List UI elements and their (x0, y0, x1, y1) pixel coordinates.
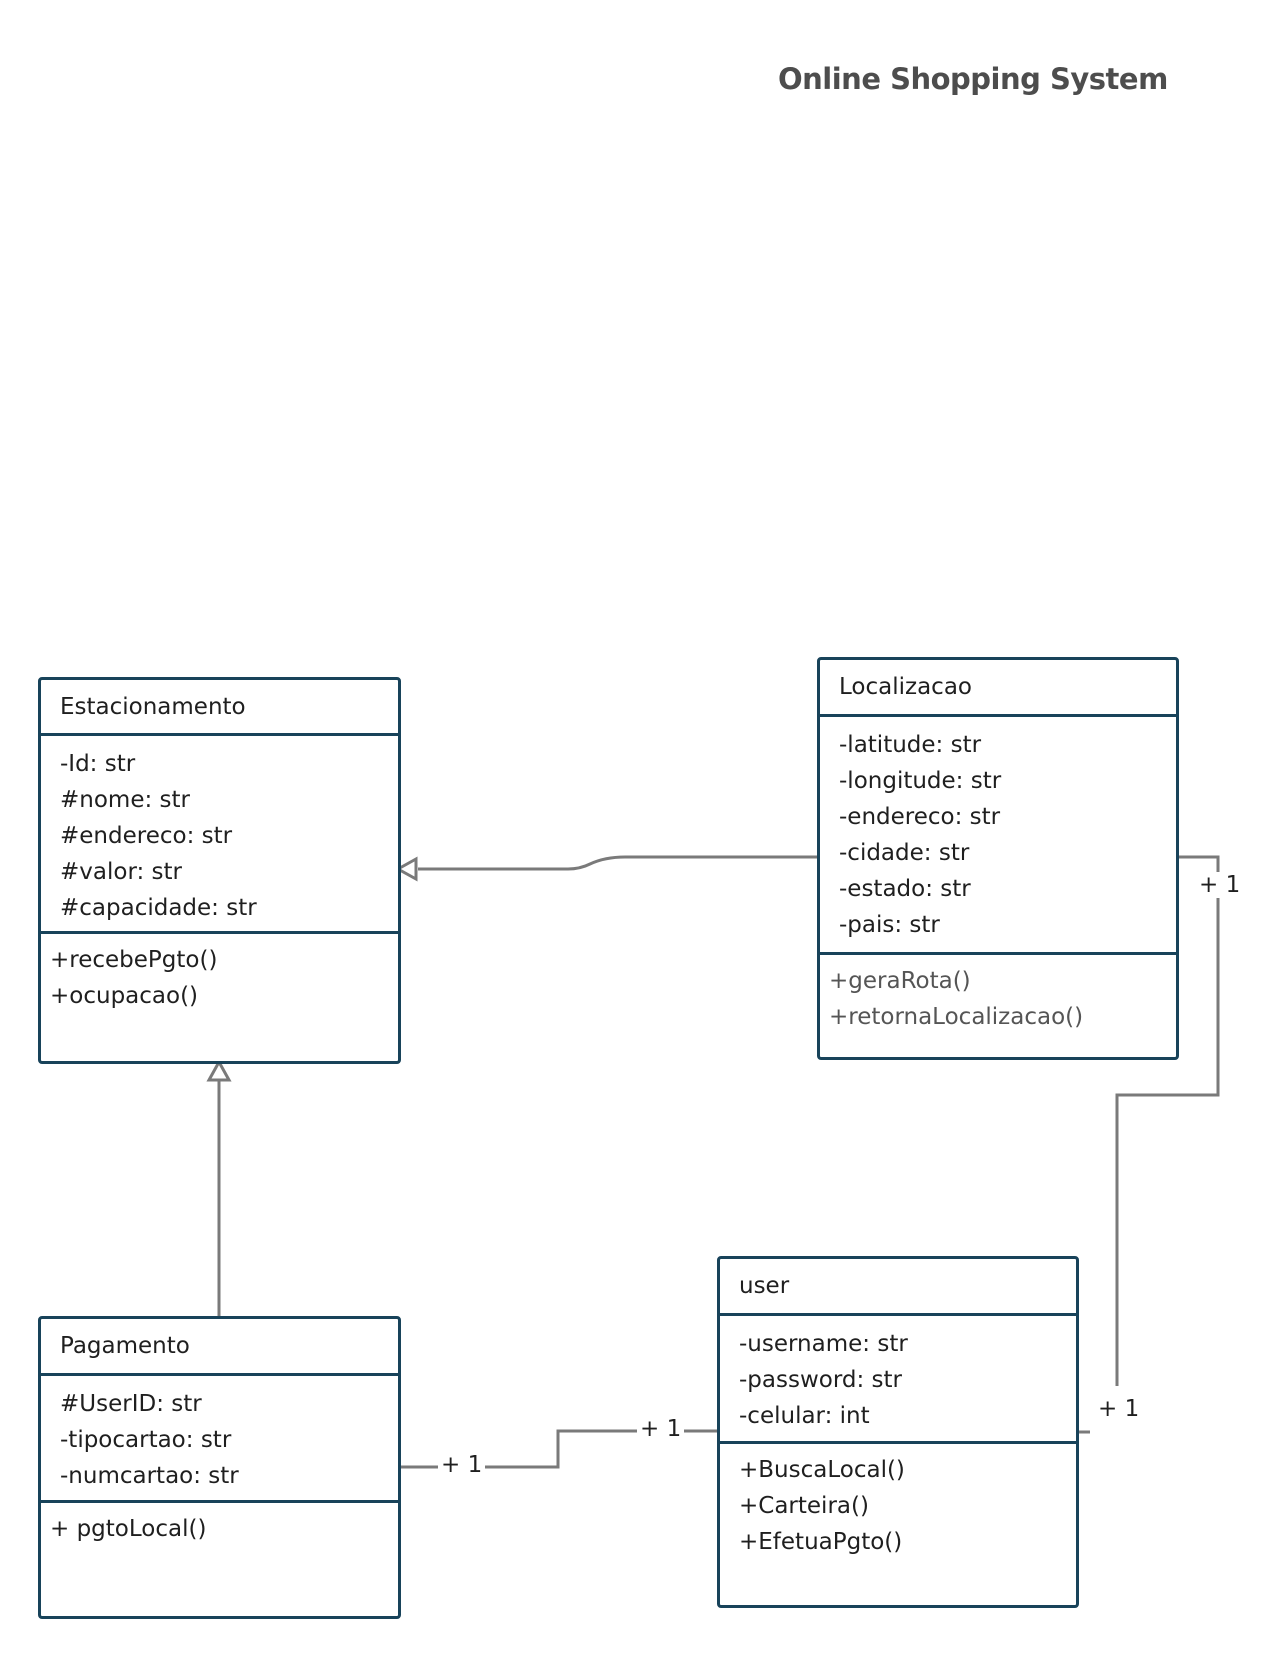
association-localizacao-user (1115, 855, 1220, 1386)
attribute: -Id: str (60, 751, 136, 777)
attribute: -username: str (739, 1331, 908, 1357)
attribute: -numcartao: str (60, 1463, 239, 1489)
class-name: Estacionamento (41, 680, 398, 736)
attribute: #capacidade: str (60, 895, 257, 921)
attributes-compartment: #UserID: str -tipocartao: str -numcartao… (41, 1376, 398, 1503)
class-estacionamento[interactable]: Estacionamento -Id: str #nome: str #ende… (38, 677, 401, 1064)
attributes-compartment: -username: str -password: str -celular: … (720, 1316, 1076, 1444)
operations-compartment: + pgtoLocal() (41, 1503, 398, 1547)
operation: +EfetuaPgto() (739, 1529, 903, 1555)
generalization-arrowhead-up (206, 1058, 232, 1082)
attribute: -endereco: str (839, 804, 1001, 830)
attributes-compartment: -Id: str #nome: str #endereco: str #valo… (41, 736, 398, 934)
generalization-arrowhead-right (394, 856, 418, 882)
multiplicity-label: + 1 (1095, 1396, 1143, 1422)
attribute: -password: str (739, 1367, 903, 1393)
class-user[interactable]: user -username: str -password: str -celu… (717, 1256, 1079, 1608)
operation: +BuscaLocal() (739, 1457, 905, 1483)
attribute: -pais: str (839, 912, 940, 938)
attribute: #nome: str (60, 787, 190, 813)
attribute: -latitude: str (839, 732, 982, 758)
attribute: #valor: str (60, 859, 183, 885)
generalization-localizacao-estacionamento (418, 855, 817, 871)
operations-compartment: +BuscaLocal() +Carteira() +EfetuaPgto() (720, 1444, 1076, 1560)
multiplicity-label: + 1 (438, 1452, 486, 1478)
operation: +ocupacao() (50, 983, 199, 1009)
operations-compartment: +recebePgto() +ocupacao() (41, 934, 398, 1014)
operation: +retornaLocalizacao() (829, 1004, 1084, 1030)
operation: +recebePgto() (50, 947, 218, 973)
attribute: -cidade: str (839, 840, 970, 866)
operations-compartment: +geraRota() +retornaLocalizacao() (820, 955, 1176, 1035)
class-localizacao[interactable]: Localizacao -latitude: str -longitude: s… (817, 657, 1179, 1060)
attribute: -celular: int (739, 1403, 870, 1429)
operation: +Carteira() (739, 1493, 869, 1519)
multiplicity-label: + 1 (1196, 872, 1244, 898)
class-name: Localizacao (820, 660, 1176, 717)
attribute: -estado: str (839, 876, 971, 902)
attribute: #UserID: str (60, 1391, 202, 1417)
attribute: #endereco: str (60, 823, 233, 849)
class-name: Pagamento (41, 1319, 398, 1376)
diagram-title: Online Shopping System (778, 62, 1168, 96)
operation: + pgtoLocal() (50, 1516, 207, 1542)
operation: +geraRota() (829, 968, 971, 994)
attribute: -longitude: str (839, 768, 1002, 794)
class-pagamento[interactable]: Pagamento #UserID: str -tipocartao: str … (38, 1316, 401, 1619)
class-name: user (720, 1259, 1076, 1316)
attributes-compartment: -latitude: str -longitude: str -endereco… (820, 717, 1176, 955)
multiplicity-label: + 1 (637, 1416, 685, 1442)
attribute: -tipocartao: str (60, 1427, 232, 1453)
